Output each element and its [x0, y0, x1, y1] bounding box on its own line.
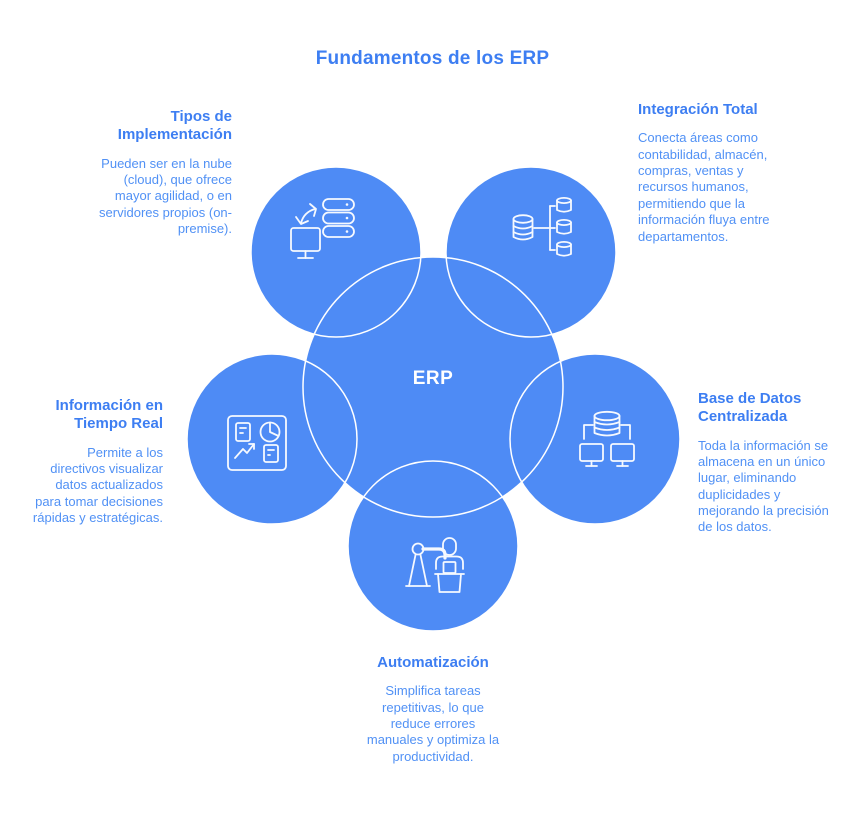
circle-automatizacion — [348, 461, 518, 631]
section-heading: Información en Tiempo Real — [55, 397, 163, 433]
section-body: Toda la información se almacena en un ún… — [698, 437, 829, 535]
dashboard-charts-icon — [227, 415, 287, 471]
section-body: Conecta áreas como contabilidad, almacén… — [638, 130, 770, 244]
page-title: Fundamentos de los ERP — [315, 48, 550, 69]
section-body: Permite a los directivos visualizar dato… — [32, 444, 163, 526]
robot-arm-worker-icon — [405, 537, 465, 593]
section-heading: Automatización — [377, 654, 489, 671]
circle-implementacion — [251, 167, 421, 337]
section-base-de-datos-centralizada: Base de Datos Centralizada Toda la infor… — [698, 390, 860, 536]
section-body: Pueden ser en la nube (cloud), que ofrec… — [99, 155, 232, 237]
monitor-sync-server-icon — [290, 198, 355, 259]
circle-base-datos — [510, 354, 680, 524]
erp-center-circle-outline — [302, 256, 564, 518]
circle-outlines — [186, 166, 681, 632]
circle-tiempo-real-outline — [186, 353, 358, 525]
section-body: Simplifica tareas repetitivas, lo que re… — [366, 683, 500, 764]
circle-automatizacion-outline — [347, 460, 519, 632]
circle-base-datos-outline — [509, 353, 681, 525]
section-heading: Base de Datos Centralizada — [698, 390, 802, 426]
center-label: ERP — [413, 368, 454, 389]
circle-fills — [187, 167, 680, 631]
circle-implementacion-outline — [250, 166, 422, 338]
circle-integracion — [446, 167, 616, 337]
database-modules-icon — [512, 196, 572, 257]
section-heading: Integración Total — [638, 101, 758, 118]
circle-tiempo-real — [187, 354, 357, 524]
section-informacion-en-tiempo-real: Información en Tiempo Real Permite a los… — [18, 397, 163, 526]
section-integracion-total: Integración Total Conecta áreas como con… — [638, 101, 810, 245]
section-automatizacion: Automatización Simplifica tareas repetit… — [349, 654, 517, 765]
central-database-monitors-icon — [579, 410, 635, 467]
circle-integracion-outline — [445, 166, 617, 338]
section-heading: Tipos de Implementación — [117, 108, 232, 144]
section-tipos-de-implementacion: Tipos de Implementación Pueden ser en la… — [72, 108, 232, 237]
